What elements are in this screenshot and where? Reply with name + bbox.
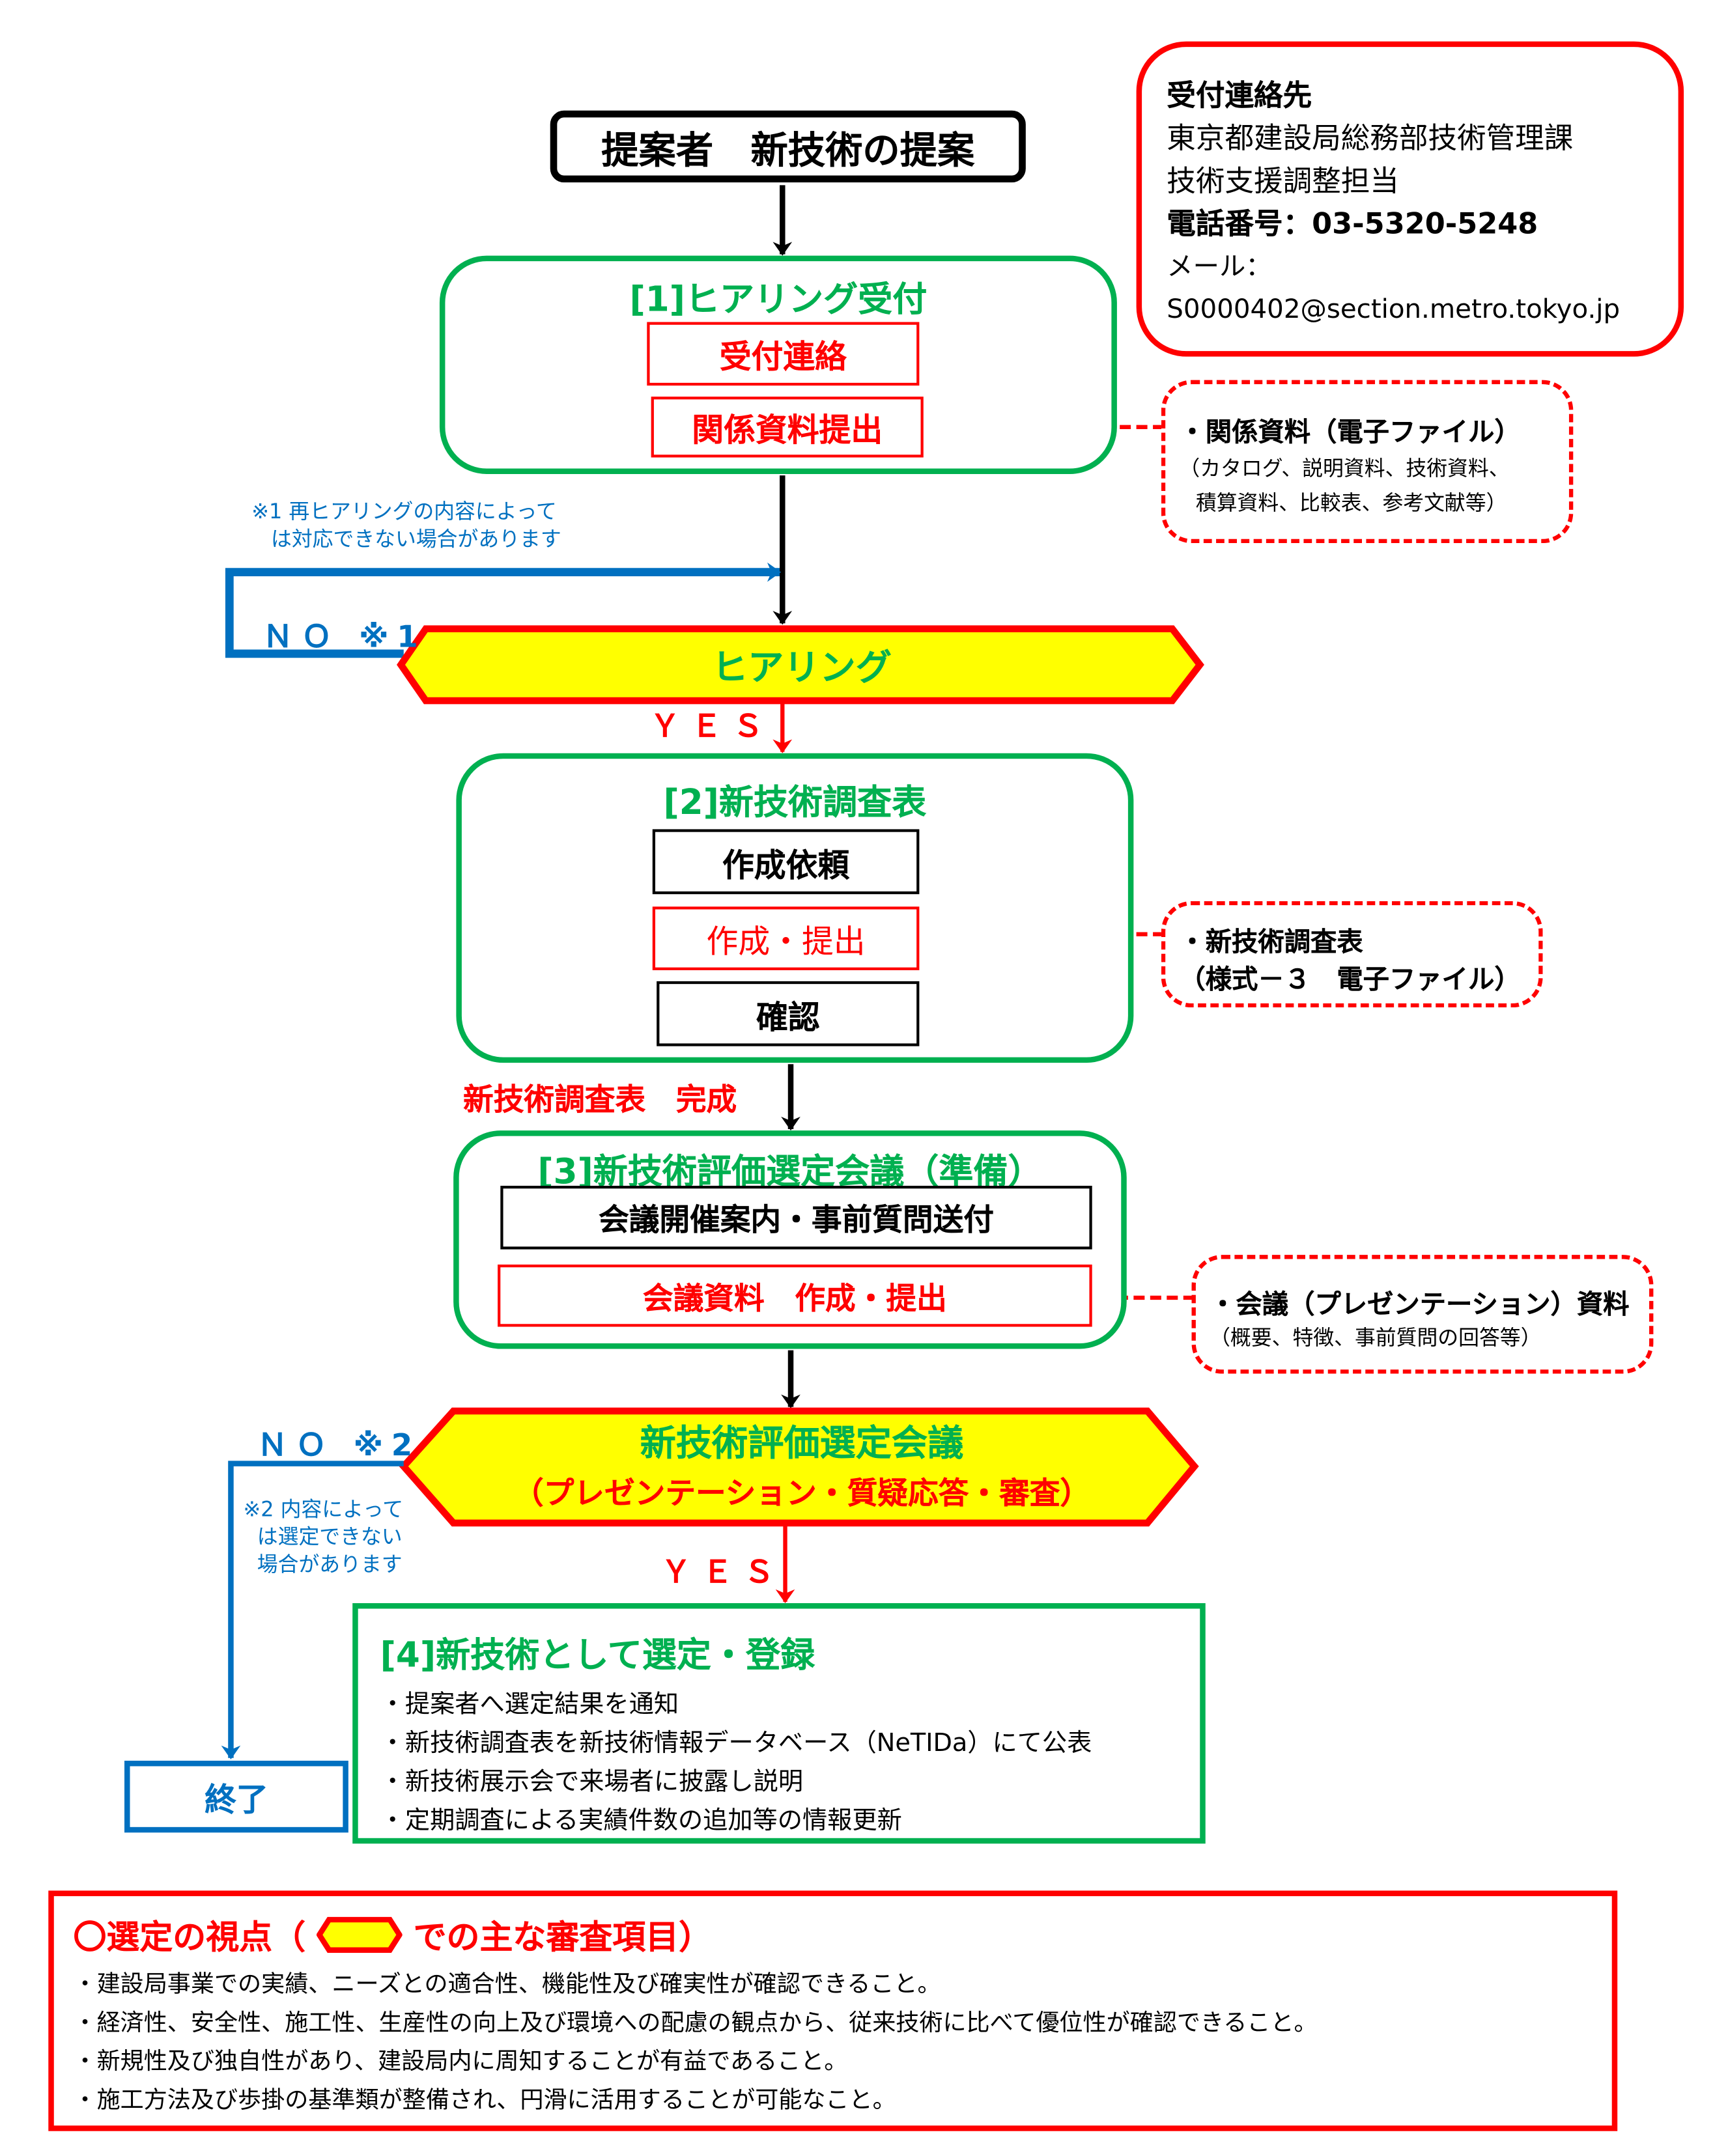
criteria-title-suffix: での主な審査項目） [413, 1918, 713, 1957]
no2-label: ＮＯ ※2 [257, 1429, 421, 1464]
note2-line: は選定できない [257, 1524, 403, 1550]
hearing-label: ヒアリング [712, 647, 892, 690]
attachment2-heading: ・新技術調査表 [1179, 927, 1363, 958]
step3-item-label: 会議開催案内・事前質問送付 [598, 1203, 995, 1239]
criteria-item: ・経済性、安全性、施工性、生産性の向上及び環境への配慮の観点から、従来技術に比べ… [73, 2009, 1318, 2037]
loop-no1 [225, 562, 782, 658]
contact-section: 技術支援調整担当 [1167, 164, 1399, 198]
proposal-label: 提案者 新技術の提案 [601, 129, 975, 173]
meeting-sublabel: （プレゼンテーション・質疑応答・審査） [513, 1477, 1091, 1512]
attachment1-line: 積算資料、比較表、参考文献等） [1195, 490, 1507, 516]
contact-heading: 受付連絡先 [1167, 78, 1312, 112]
note2-line: 場合があります [257, 1552, 403, 1577]
attachment1-box: ・関係資料（電子ファイル） （カタログ、説明資料、技術資料、 積算資料、比較表、… [1161, 380, 1574, 544]
criteria-title: 〇選定の視点（ での主な審査項目） [73, 1910, 712, 1958]
step1-title: [1]ヒアリング受付 [629, 279, 928, 320]
contact-box: 受付連絡先 東京都建設局総務部技術管理課 技術支援調整担当 電話番号：03-53… [1136, 41, 1684, 357]
step4-list: ・提案者へ選定結果を通知 ・新技術調査表を新技術情報データベース（NeTIDa）… [380, 1686, 1092, 1841]
step3-item-notice: 会議開催案内・事前質問送付 [500, 1186, 1092, 1250]
step4-item: ・新技術展示会で来場者に披露し説明 [380, 1767, 804, 1797]
step4-item: ・新技術調査表を新技術情報データベース（NeTIDa）にて公表 [380, 1729, 1092, 1758]
step2-item-submit: 作成・提出 [652, 906, 920, 970]
attachment3-box: ・会議（プレゼンテーション）資料 （概要、特徴、事前質問の回答等） [1191, 1255, 1654, 1374]
note1-line: ※1 再ヒアリングの内容によって [251, 499, 557, 524]
attachment2-box: ・新技術調査表 （様式－３ 電子ファイル） [1161, 901, 1543, 1008]
criteria-box: 〇選定の視点（ での主な審査項目） ・建設局事業での実績、ニーズとの適合性、機能… [48, 1890, 1618, 2131]
step2-item-confirm: 確認 [657, 981, 920, 1046]
step1-item-label: 関係資料提出 [692, 413, 883, 449]
contact-phone-label: 電話番号： [1167, 207, 1312, 241]
step4-item: ・提案者へ選定結果を通知 [380, 1690, 679, 1720]
note2: ※2 内容によって は選定できない 場合があります [244, 1495, 404, 1578]
yes1-label: ＹＥＳ [649, 710, 774, 745]
criteria-item: ・施工方法及び歩掛の基準類が整備され、円滑に活用することが可能なこと。 [73, 2086, 896, 2115]
contact-email-link[interactable]: S0000402@section.metro.tokyo.jp [1167, 294, 1621, 325]
step2-item-label: 確認 [756, 1000, 820, 1036]
criteria-item: ・建設局事業での実績、ニーズとの適合性、機能性及び確実性が確認できること。 [73, 1970, 941, 1998]
attachment3-heading: ・会議（プレゼンテーション）資料 [1210, 1289, 1630, 1320]
decision-hexagon-hearing [397, 625, 1204, 705]
yes2-label: ＹＥＳ [660, 1556, 786, 1591]
path-no2 [221, 1461, 404, 1759]
contact-email-label: メール： [1167, 251, 1272, 282]
step4-title: [4]新技術として選定・登録 [380, 1634, 815, 1675]
end-label: 終了 [205, 1782, 268, 1819]
step2-item-request: 作成依頼 [652, 829, 920, 895]
attachment1-heading: ・関係資料（電子ファイル） [1179, 417, 1521, 448]
step4-item: ・定期調査による実績件数の追加等の情報更新 [380, 1806, 902, 1836]
criteria-item: ・新規性及び独自性があり、建設局内に周知することが有益であること。 [73, 2048, 848, 2076]
contact-phone: 03-5320-5248 [1312, 207, 1538, 241]
proposal-box: 提案者 新技術の提案 [550, 110, 1026, 183]
step3-item-label: 会議資料 作成・提出 [642, 1281, 947, 1317]
meeting-label: 新技術評価選定会議 [640, 1423, 964, 1464]
end-box: 終了 [124, 1760, 348, 1833]
step2-item-label: 作成・提出 [706, 924, 866, 961]
no1-label: ＮＯ ※1 [262, 620, 427, 656]
step2-item-label: 作成依頼 [722, 848, 850, 884]
step3-item-materials: 会議資料 作成・提出 [498, 1264, 1092, 1327]
step2-title: [2]新技術調査表 [663, 782, 927, 822]
note2-line: ※2 内容によって [243, 1496, 404, 1522]
step3-title: [3]新技術評価選定会議（準備） [537, 1151, 1043, 1192]
step2-complete-label: 新技術調査表 完成 [463, 1083, 737, 1119]
attachment3-line: （概要、特徴、事前質問の回答等） [1210, 1325, 1542, 1351]
criteria-list: ・建設局事業での実績、ニーズとの適合性、機能性及び確実性が確認できること。 ・経… [73, 1965, 1317, 2120]
step4-box: [4]新技術として選定・登録 ・提案者へ選定結果を通知 ・新技術調査表を新技術情… [352, 1603, 1206, 1844]
hexagon-legend-icon [317, 1916, 403, 1952]
criteria-title-prefix: 〇選定の視点（ [73, 1918, 306, 1957]
contact-department: 東京都建設局総務部技術管理課 [1167, 121, 1574, 155]
step1-item-contact: 受付連絡 [647, 322, 920, 386]
note1: ※1 再ヒアリングの内容によって は対応できない場合があります [251, 497, 561, 553]
step1-item-label: 受付連絡 [719, 340, 847, 376]
attachment2-line: （様式－３ 電子ファイル） [1179, 964, 1521, 996]
attachment1-line: （カタログ、説明資料、技術資料、 [1179, 456, 1510, 481]
step1-item-materials: 関係資料提出 [651, 397, 924, 458]
note1-line: は対応できない場合があります [270, 526, 561, 552]
